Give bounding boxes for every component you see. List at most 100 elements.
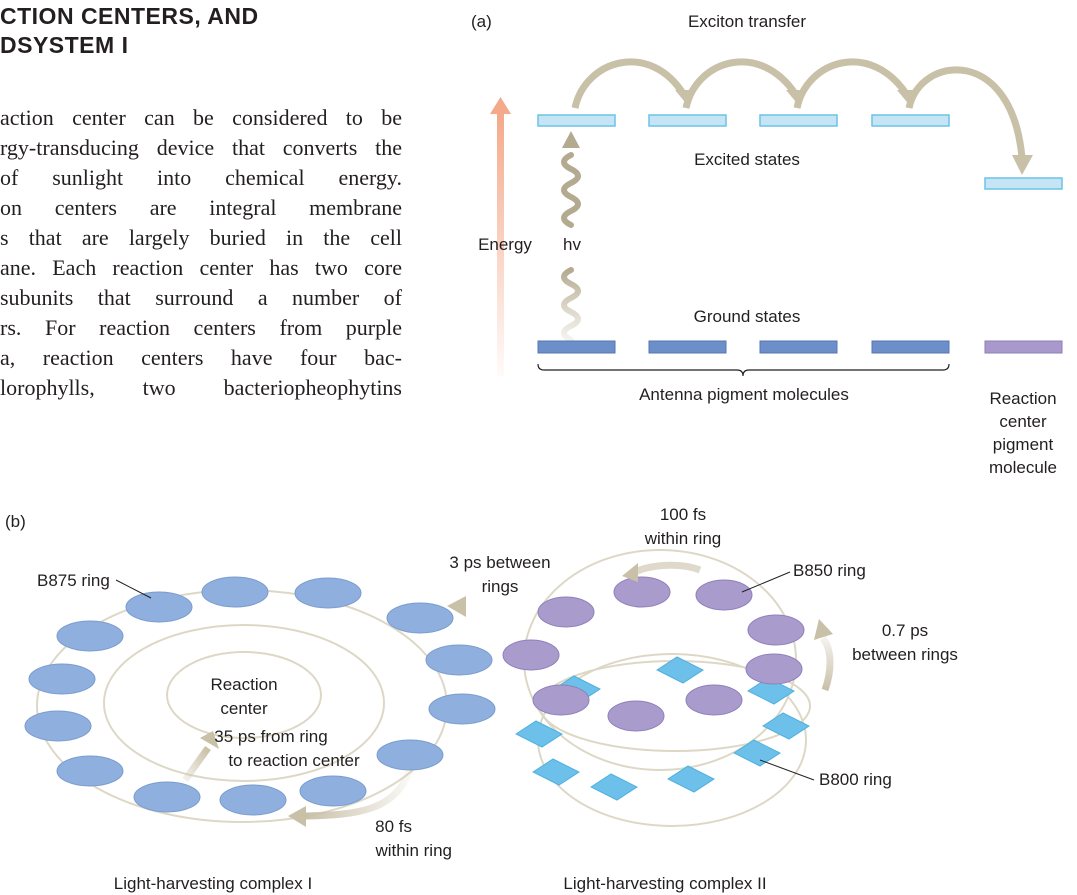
body-line: s that are largely buried in the cell <box>0 225 402 250</box>
b850-pigment <box>532 684 590 716</box>
b875-pigment <box>125 591 193 623</box>
hv-label: hv <box>563 235 581 254</box>
label-line: Reaction <box>210 675 277 694</box>
lh1-caption: Light-harvesting complex I <box>114 874 312 893</box>
body-line: ane. Each reaction center has two core <box>0 255 402 280</box>
between-rings-arrow-07ps <box>814 619 834 692</box>
energy-arrow <box>490 97 511 376</box>
energy-label: Energy <box>478 235 532 254</box>
b875-pigment <box>24 710 92 742</box>
label-line: 80 fs <box>375 817 412 836</box>
b875-pigment <box>28 663 96 695</box>
b875-pigment <box>56 755 124 787</box>
b850-pigment <box>695 579 753 611</box>
transfer-arrowhead <box>675 90 695 107</box>
transfer-arc-1 <box>571 58 687 109</box>
transfer-arrowhead <box>897 90 917 107</box>
b800-pigment <box>589 773 639 801</box>
body-line: on centers are integral membrane <box>0 195 402 220</box>
reaction-center-excited-bar <box>984 177 1063 190</box>
b875-pigments <box>24 576 496 816</box>
ps3-label: 3 ps between rings <box>449 553 550 596</box>
fs80-label: 80 fs within ring <box>374 817 452 860</box>
label-line: 0.7 ps <box>882 621 928 640</box>
b875-pigment <box>219 784 287 816</box>
excited-state-bar <box>648 114 727 127</box>
label-line: 100 fs <box>660 505 706 524</box>
excited-state-bar <box>871 114 950 127</box>
label-line: center <box>220 699 268 718</box>
reaction-center-ring <box>166 651 322 739</box>
body-line: of sunlight into chemical energy. <box>0 165 402 190</box>
b875-pigment <box>299 775 367 807</box>
b875-leader-line <box>115 579 152 599</box>
label-line: 35 ps from ring <box>214 727 327 746</box>
ground-states-label: Ground states <box>694 307 801 326</box>
label-line: between rings <box>852 645 958 664</box>
body-line: action center can be considered to be <box>0 105 402 130</box>
b800-pigment <box>531 758 581 786</box>
fs100-label: 100 fs within ring <box>644 505 722 548</box>
antenna-pigment-label: Antenna pigment molecules <box>639 385 849 404</box>
body-line: subunits that surround a number of <box>0 285 402 310</box>
exciton-transfer-label: Exciton transfer <box>688 12 806 31</box>
panel-a: (a) Exciton transfer Energy hv <box>471 12 1063 477</box>
exciton-transfer-arrows <box>571 58 1026 159</box>
panel-a-label: (a) <box>471 12 492 31</box>
photon-wave-arrow <box>561 131 581 343</box>
b875-label: B875 ring <box>37 571 110 590</box>
body-line: a, reaction centers have four bac- <box>0 345 402 370</box>
transfer-arrowhead <box>1012 155 1033 175</box>
body-paragraph: action center can be considered to be rg… <box>0 103 402 403</box>
transfer-arrowhead <box>786 90 806 107</box>
panel-b: (b) <box>5 505 958 893</box>
within-ring-arrow-100fs <box>622 561 702 582</box>
label-line: Reaction <box>989 389 1056 408</box>
body-line: rgy-transducing device that converts the <box>0 135 402 160</box>
within-ring-arrow-80fs <box>288 768 414 827</box>
section-heading: CTION CENTERS, AND DSYSTEM I <box>0 2 300 60</box>
heading-line-2: DSYSTEM I <box>0 32 129 58</box>
ps07-label: 0.7 ps between rings <box>852 621 958 664</box>
excited-states-label: Excited states <box>694 150 800 169</box>
ground-state-bar <box>537 340 616 354</box>
label-line: 3 ps between <box>449 553 550 572</box>
b850-pigment <box>685 684 743 716</box>
b800-pigment <box>732 739 782 767</box>
b875-pigment <box>294 577 362 609</box>
b800-pigment <box>761 712 811 740</box>
antenna-brace <box>537 363 950 377</box>
b800-pigment <box>655 656 705 684</box>
b850-pigment <box>747 614 805 646</box>
ground-state-bar <box>759 340 838 354</box>
reaction-center-pigment-label: Reaction center pigment molecule <box>989 389 1057 477</box>
excited-states <box>537 114 1063 190</box>
transfer-arc-3 <box>793 58 910 109</box>
b875-pigment <box>386 602 454 634</box>
ground-state-bar <box>871 340 950 354</box>
ground-state-bar <box>648 340 727 354</box>
b850-leader-line <box>741 571 791 593</box>
b850-pigment <box>607 700 665 732</box>
ground-states <box>537 340 1063 354</box>
label-line: pigment <box>993 435 1054 454</box>
heading-line-1: CTION CENTERS, AND <box>0 3 259 29</box>
label-line: molecule <box>989 458 1057 477</box>
lh1-reaction-center-label: Reaction center <box>210 675 277 718</box>
lh2-caption: Light-harvesting complex II <box>563 874 766 893</box>
lh1-middle-ring <box>103 624 385 782</box>
label-line: rings <box>482 577 519 596</box>
b800-pigments <box>514 656 811 801</box>
transfer-arc-2 <box>682 58 799 109</box>
body-line: lorophylls, two bacteriopheophytins <box>0 375 402 400</box>
b850-pigment <box>537 596 595 628</box>
b850-pigments <box>502 576 805 732</box>
b850-pigment <box>745 653 803 685</box>
label-line: within ring <box>374 841 452 860</box>
label-line: center <box>999 412 1047 431</box>
b875-pigment <box>56 620 124 652</box>
excited-state-bar <box>537 114 616 127</box>
reaction-center-ground-bar <box>984 340 1063 354</box>
b875-pigment <box>133 781 201 813</box>
